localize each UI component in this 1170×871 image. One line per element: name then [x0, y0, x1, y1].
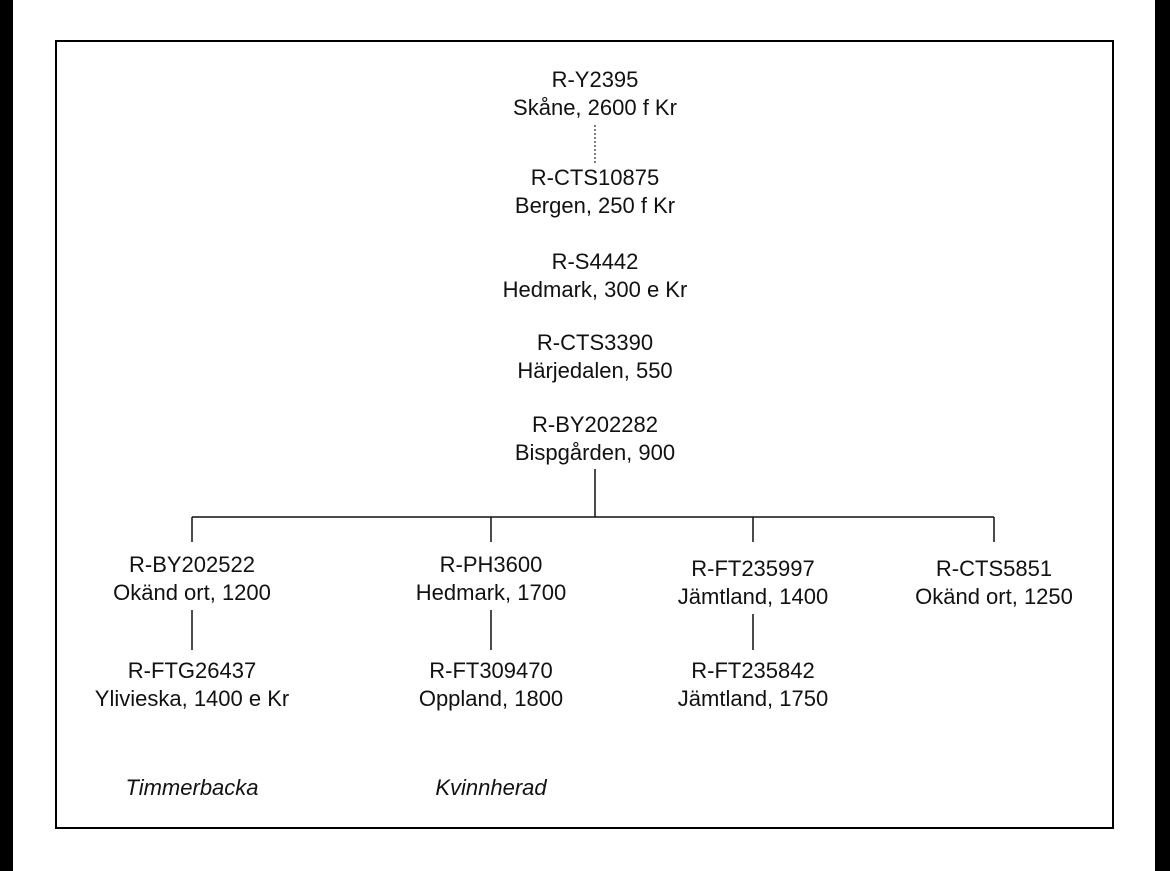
diagram-frame: R-Y2395 Skåne, 2600 f Kr R-CTS10875 Berg…: [55, 40, 1114, 829]
node-r-ftg26437: R-FTG26437 Ylivieska, 1400 e Kr: [42, 657, 342, 713]
node-place: Hedmark, 300 e Kr: [502, 277, 688, 302]
node-r-cts5851: R-CTS5851 Okänd ort, 1250: [844, 555, 1144, 611]
node-r-s4442: R-S4442 Hedmark, 300 e Kr: [445, 248, 745, 304]
node-r-y2395: R-Y2395 Skåne, 2600 f Kr: [445, 66, 745, 122]
node-code: R-FT309470: [429, 658, 553, 683]
node-place: Bispgården, 900: [514, 440, 676, 465]
node-code: R-CTS3390: [536, 330, 654, 355]
node-place: Okänd ort, 1250: [915, 584, 1073, 609]
node-place: Hedmark, 1700: [415, 580, 567, 605]
node-place: Okänd ort, 1200: [113, 580, 271, 605]
node-place: Jämtland, 1400: [677, 584, 829, 609]
node-place: Jämtland, 1750: [677, 686, 829, 711]
node-r-ph3600: R-PH3600 Hedmark, 1700: [341, 551, 641, 607]
node-r-by202282: R-BY202282 Bispgården, 900: [445, 411, 745, 467]
node-place: Bergen, 250 f Kr: [514, 193, 676, 218]
node-r-by202522: R-BY202522 Okänd ort, 1200: [42, 551, 342, 607]
node-r-cts3390: R-CTS3390 Härjedalen, 550: [445, 329, 745, 385]
node-code: R-Y2395: [551, 67, 639, 92]
node-code: R-S4442: [551, 249, 639, 274]
node-code: R-BY202282: [532, 412, 658, 437]
node-code: R-PH3600: [439, 552, 543, 577]
group-label-timmerbacka: Timmerbacka: [125, 775, 259, 800]
node-code: R-CTS5851: [935, 556, 1053, 581]
node-place: Skåne, 2600 f Kr: [513, 95, 677, 120]
node-place: Ylivieska, 1400 e Kr: [94, 686, 290, 711]
group-label-kvinnherad: Kvinnherad: [435, 775, 547, 800]
tree-edges: [191, 125, 995, 650]
node-r-ft235997: R-FT235997 Jämtland, 1400: [603, 555, 903, 611]
node-code: R-BY202522: [129, 552, 255, 577]
node-r-ft235842: R-FT235842 Jämtland, 1750: [603, 657, 903, 713]
node-code: R-CTS10875: [530, 165, 660, 190]
node-code: R-FTG26437: [127, 658, 257, 683]
node-place: Härjedalen, 550: [517, 358, 673, 383]
node-r-ft309470: R-FT309470 Oppland, 1800: [341, 657, 641, 713]
node-code: R-FT235997: [691, 556, 815, 581]
page: R-Y2395 Skåne, 2600 f Kr R-CTS10875 Berg…: [13, 0, 1155, 871]
node-code: R-FT235842: [691, 658, 815, 683]
node-place: Oppland, 1800: [418, 686, 564, 711]
node-r-cts10875: R-CTS10875 Bergen, 250 f Kr: [445, 164, 745, 220]
